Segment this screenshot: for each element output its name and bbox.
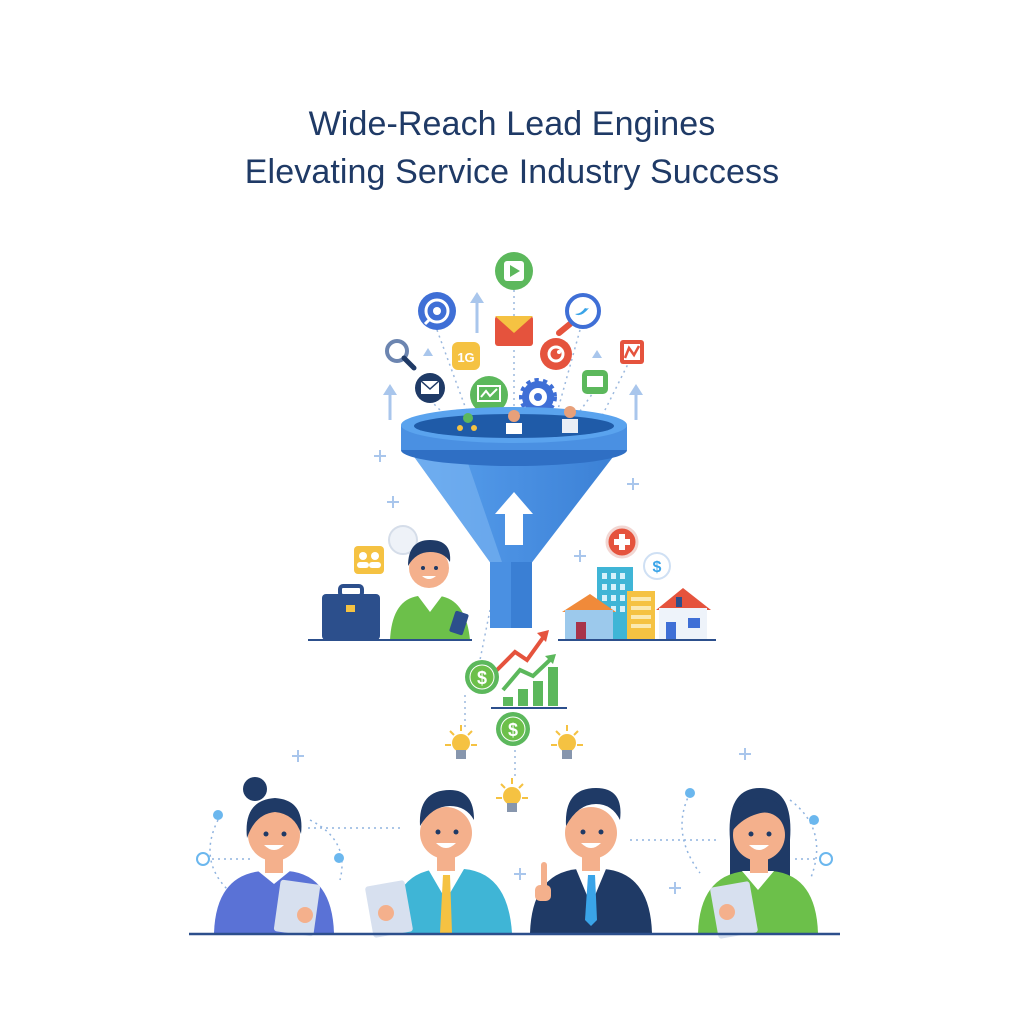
svg-text:$: $ <box>508 720 518 740</box>
title-block: Wide-Reach Lead Engines Elevating Servic… <box>0 100 1024 196</box>
dollar-coin-icon: $ <box>496 712 530 746</box>
chat-icon <box>582 370 608 394</box>
svg-text:1G: 1G <box>457 350 474 365</box>
team-member-4 <box>698 788 818 939</box>
team-chat-icon <box>354 546 384 574</box>
target-search-icon <box>418 292 456 330</box>
upward-arrows <box>383 292 643 420</box>
magnifier-icon <box>385 339 417 371</box>
title-line-1: Wide-Reach Lead Engines <box>308 105 716 143</box>
twitter-search-icon <box>556 293 601 336</box>
coupon-icon: 1G <box>452 342 480 370</box>
network-nodes <box>196 788 833 866</box>
dollar-bubble-icon <box>643 552 671 580</box>
briefcase-icon <box>322 594 380 640</box>
growth-chart-icon <box>491 630 567 709</box>
mail-icon <box>415 373 445 403</box>
city-services-scene: $ <box>558 525 716 641</box>
team-member-2 <box>365 790 512 938</box>
monitor-chart-icon <box>470 376 508 414</box>
refresh-icon <box>540 338 572 370</box>
video-play-icon <box>495 252 533 290</box>
analytics-icon <box>620 340 644 364</box>
sparkles <box>292 450 751 894</box>
professional-with-phone-scene <box>308 525 472 641</box>
lightbulb-icon <box>496 778 528 812</box>
dollar-coin-icon: $ <box>465 660 499 694</box>
title-line-2: Elevating Service Industry Success <box>244 153 780 191</box>
svg-text:$: $ <box>653 559 662 576</box>
svg-text:$: $ <box>477 668 487 688</box>
team-member-1 <box>214 777 334 937</box>
connector-lines <box>429 290 631 780</box>
team-member-3 <box>530 788 652 933</box>
lightbulb-icon <box>445 725 477 759</box>
lightbulb-icon <box>551 725 583 759</box>
email-icon <box>495 316 533 346</box>
lead-funnel <box>401 406 627 628</box>
